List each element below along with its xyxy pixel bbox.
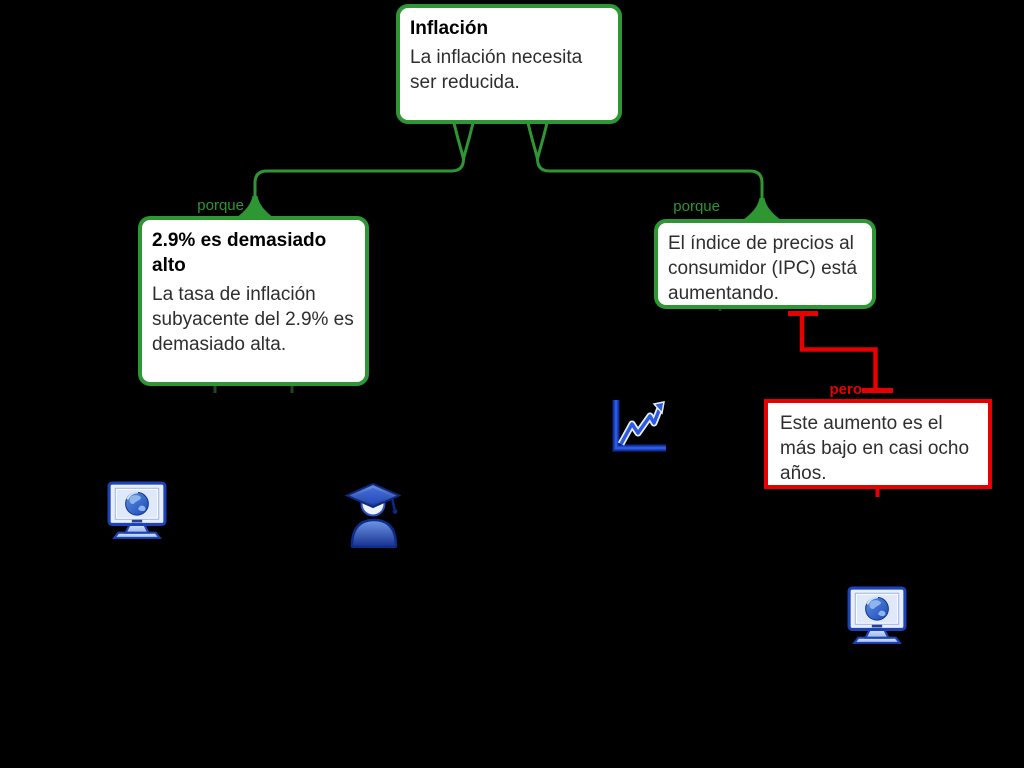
support-line-right <box>536 157 764 201</box>
support-line-left <box>253 157 465 199</box>
objection-body: Este aumento es el más bajo en casi ocho… <box>780 413 970 484</box>
support-tail-left <box>452 122 475 160</box>
support-trumpet-right <box>743 198 781 220</box>
connector-label-because-left[interactable]: porque <box>197 197 244 214</box>
reason-left-body: La tasa de inflación subyacente del 2.9%… <box>152 284 354 355</box>
reason-node-left[interactable]: 2.9% es demasiado alto La tasa de inflac… <box>138 216 369 386</box>
web-monitor-icon[interactable] <box>846 585 908 647</box>
claim-body: La inflación necesita ser reducida. <box>410 47 583 93</box>
reason-node-right[interactable]: El índice de precios al consumidor (IPC)… <box>654 219 876 309</box>
objection-node[interactable]: Este aumento es el más bajo en casi ocho… <box>764 399 992 489</box>
oppose-line <box>799 316 878 388</box>
connector-label-but[interactable]: pero <box>829 381 862 398</box>
claim-node[interactable]: Inflación La inflación necesita ser redu… <box>396 4 622 124</box>
reason-right-body: El índice de precios al consumidor (IPC)… <box>668 233 858 304</box>
web-monitor-icon[interactable] <box>106 480 168 542</box>
graduate-expert-icon[interactable] <box>340 476 408 548</box>
support-tail-right <box>526 122 549 160</box>
reason-left-title: 2.9% es demasiado alto <box>152 230 327 276</box>
claim-title: Inflación <box>410 18 489 39</box>
line-chart-icon[interactable] <box>604 396 670 458</box>
connector-label-because-right[interactable]: porque <box>673 198 720 215</box>
